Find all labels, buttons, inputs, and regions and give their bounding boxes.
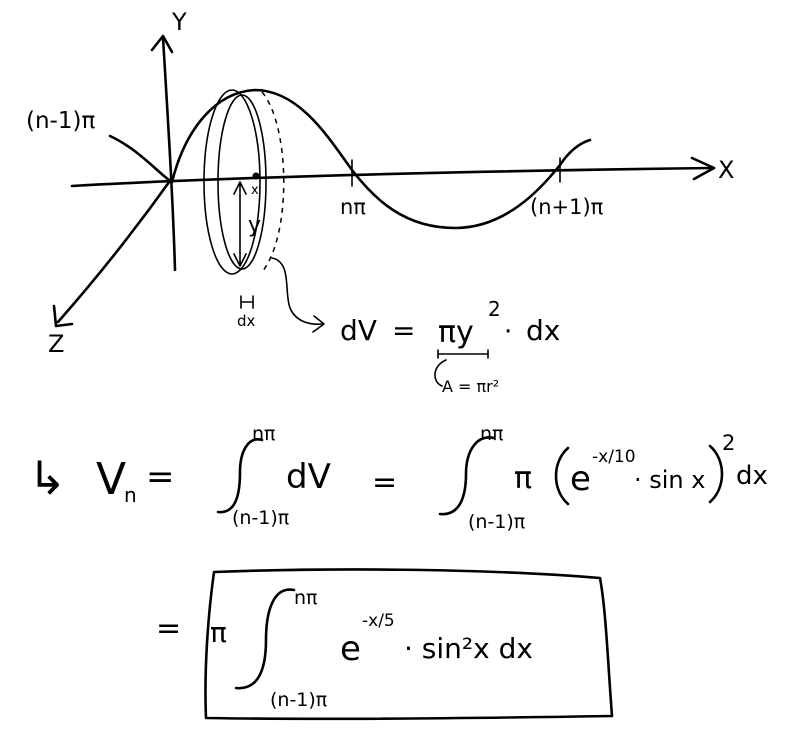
paren-power: 2 bbox=[722, 431, 735, 455]
y-axis bbox=[161, 36, 177, 272]
x-point-dot bbox=[252, 172, 260, 180]
pointer-to-formula bbox=[271, 257, 323, 325]
z-axis-arrow bbox=[52, 304, 74, 328]
dv-dx: dx bbox=[526, 314, 560, 347]
area-underbrace bbox=[437, 349, 489, 359]
n-plus-1-pi-label: (n+1)π bbox=[530, 195, 604, 219]
exp-power-1: -x/10 bbox=[592, 447, 636, 467]
x-axis-arrow bbox=[690, 156, 716, 181]
disk-inner-rim bbox=[217, 94, 267, 270]
result-exp-power: -x/5 bbox=[362, 611, 395, 631]
dv-lhs: dV bbox=[340, 314, 377, 347]
result-upper: nπ bbox=[294, 587, 317, 609]
radius-label: y bbox=[248, 213, 261, 238]
dx-width-mark bbox=[240, 295, 254, 309]
y-axis-label: Y bbox=[171, 8, 187, 36]
coordinate-graph: Y X Z x y (n-1)π nπ (n+1)π dx bbox=[26, 8, 734, 358]
integral-sign-2 bbox=[438, 436, 496, 516]
result-arrow: ↳ bbox=[28, 451, 67, 505]
x-point-label: x bbox=[251, 183, 259, 198]
result-equals: = bbox=[156, 611, 181, 646]
x-axis-label: X bbox=[718, 156, 734, 184]
result-lower: (n-1)π bbox=[270, 689, 327, 711]
dv-dot: · bbox=[504, 317, 512, 347]
v-subscript: n bbox=[124, 483, 137, 507]
result-exp-base: e bbox=[340, 629, 361, 669]
left-paren bbox=[554, 446, 570, 506]
n-pi-label: nπ bbox=[340, 195, 366, 219]
integral-2-lower: (n-1)π bbox=[468, 511, 525, 533]
dv-equals: = bbox=[392, 314, 415, 347]
area-note: A = πr² bbox=[442, 377, 499, 396]
result-pi: π bbox=[210, 616, 227, 649]
z-axis bbox=[56, 176, 174, 324]
integral-1-body: dV bbox=[286, 457, 331, 497]
result-sin-term: · sin²x dx bbox=[404, 632, 533, 665]
equals-2: = bbox=[372, 465, 397, 500]
integral-2-dx: dx bbox=[736, 461, 768, 491]
result-integral-sign bbox=[234, 588, 296, 690]
radius-arrow bbox=[233, 181, 247, 267]
y-axis-arrow bbox=[150, 34, 174, 54]
disk-outer-rim bbox=[203, 89, 261, 275]
z-axis-label: Z bbox=[48, 330, 64, 358]
disk-hidden-edge bbox=[261, 91, 285, 273]
integral-1-lower: (n-1)π bbox=[232, 507, 289, 529]
n-minus-1-pi-label: (n-1)π bbox=[26, 108, 95, 134]
exp-base-1: e bbox=[570, 459, 591, 499]
dv-rhs: πy bbox=[438, 315, 474, 350]
x-axis bbox=[70, 166, 716, 188]
volume-element-formula: dV = πy 2 · dx A = πr² bbox=[340, 297, 560, 396]
v-symbol: V bbox=[96, 454, 126, 505]
integral-line: ↳ V n = nπ (n-1)π dV = nπ (n-1)π π e -x/… bbox=[28, 423, 768, 533]
boxed-result: = π nπ (n-1)π e -x/5 · sin²x dx bbox=[156, 568, 614, 721]
result-box bbox=[204, 568, 614, 721]
integral-2-upper: nπ bbox=[480, 423, 503, 445]
pointer-arrowhead bbox=[312, 315, 325, 333]
dv-rhs-exponent: 2 bbox=[488, 297, 501, 321]
right-paren bbox=[708, 444, 724, 504]
equals-1: = bbox=[146, 457, 175, 497]
integral-sign-1 bbox=[216, 438, 264, 514]
dx-label: dx bbox=[237, 312, 256, 330]
area-note-hook bbox=[434, 359, 447, 387]
sin-term-1: · sin x bbox=[634, 466, 705, 494]
integral-2-pi: π bbox=[514, 461, 532, 496]
integral-1-upper: nπ bbox=[252, 423, 275, 445]
